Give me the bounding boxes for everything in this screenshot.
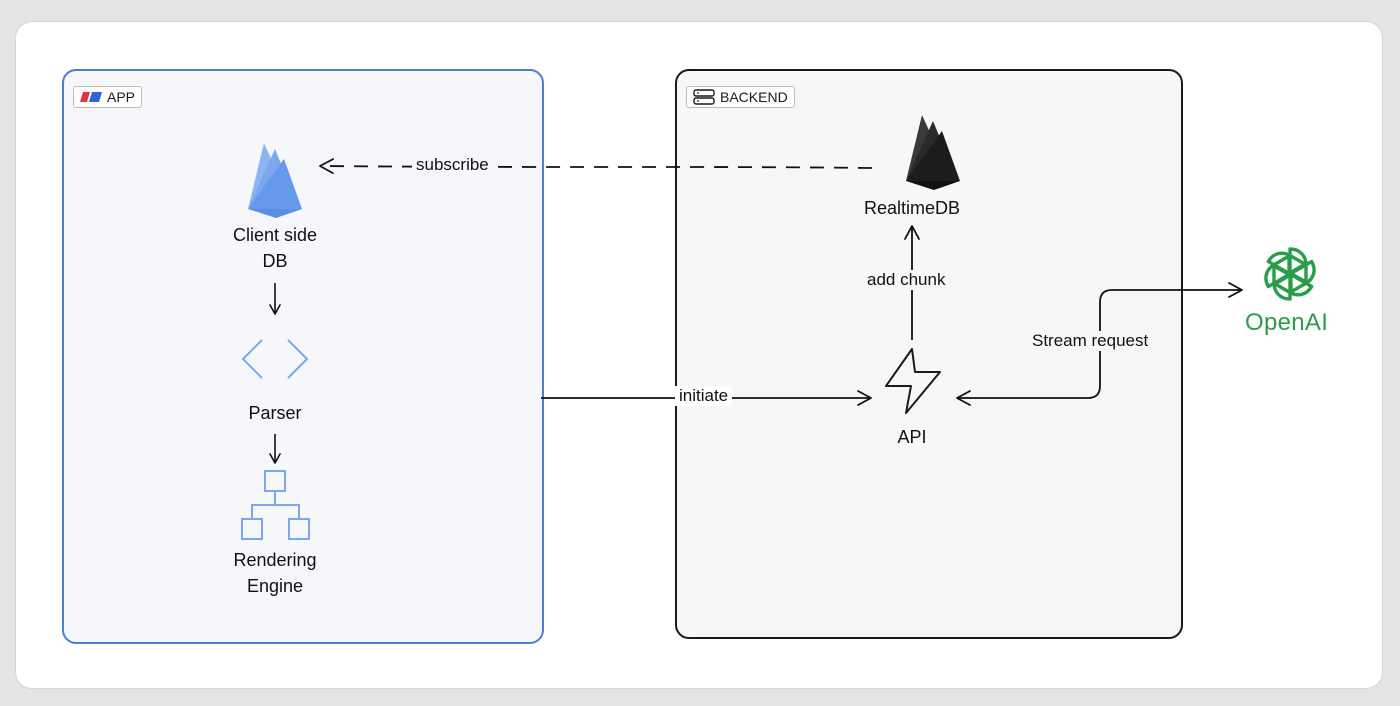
subscribe-label: subscribe bbox=[412, 155, 493, 175]
app-tag-label: APP bbox=[107, 89, 136, 105]
firebase-icon bbox=[248, 143, 302, 218]
subscribe-edge bbox=[319, 158, 873, 175]
realtimedb-label: RealtimeDB bbox=[863, 198, 961, 218]
parser-label: Parser bbox=[248, 403, 302, 423]
initiate-label: initiate bbox=[675, 386, 733, 406]
server-icon bbox=[693, 89, 715, 105]
add-chunk-label: add chunk bbox=[863, 270, 950, 290]
rendering-engine-label: Rendering Engine bbox=[233, 550, 317, 596]
app-logo-icon bbox=[80, 92, 102, 102]
app-tag: APP bbox=[73, 86, 143, 108]
backend-tag: BACKEND bbox=[686, 86, 795, 108]
lightning-icon bbox=[885, 348, 941, 414]
backend-tag-label: BACKEND bbox=[720, 89, 788, 105]
hierarchy-icon bbox=[241, 470, 310, 540]
stream-request-label: Stream request bbox=[1028, 331, 1153, 351]
client-db-label: Client side DB bbox=[232, 225, 318, 271]
code-brackets-icon bbox=[241, 339, 309, 379]
openai-label: OpenAI bbox=[1245, 309, 1329, 336]
openai-logo-icon bbox=[1264, 247, 1316, 301]
firebase-icon bbox=[906, 115, 960, 190]
api-label: API bbox=[897, 427, 927, 447]
